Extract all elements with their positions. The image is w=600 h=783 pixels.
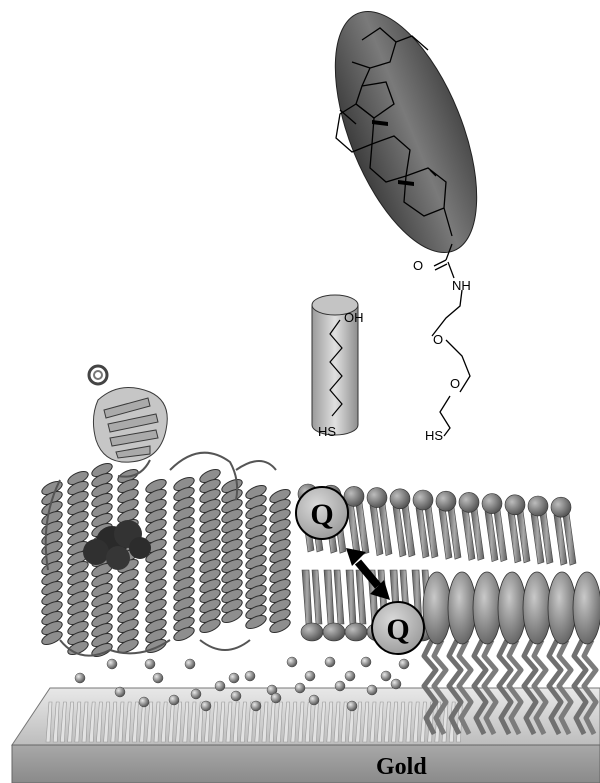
lipid-tail — [324, 570, 334, 624]
water-sphere — [229, 673, 239, 683]
tethered-lipid-oval — [423, 572, 451, 644]
water-sphere — [245, 671, 255, 681]
water-sphere — [215, 681, 225, 691]
protein-cap — [93, 388, 167, 463]
quinone-top-label: Q — [310, 498, 333, 531]
water-sphere — [391, 679, 401, 689]
water-sphere — [361, 657, 371, 667]
gold-label: Gold — [376, 754, 427, 780]
ether-o1-label: O — [433, 332, 443, 347]
water-sphere — [139, 697, 149, 707]
water-sphere — [345, 671, 355, 681]
lipid-tail — [346, 570, 356, 624]
tethered-lipid-oval — [473, 572, 501, 644]
lipid-tail — [302, 570, 312, 624]
water-sphere — [251, 701, 261, 711]
lipid-head — [436, 491, 456, 511]
hs-cylinder-label: HS — [318, 424, 336, 439]
cholesterol-ellipse — [306, 0, 506, 272]
water-sphere — [145, 659, 155, 669]
heme-cluster — [83, 520, 151, 570]
water-sphere — [335, 681, 345, 691]
tethered-lipid-oval — [573, 572, 600, 644]
tethered-lipid-oval — [498, 572, 526, 644]
water-sphere — [153, 673, 163, 683]
water-sphere — [201, 701, 211, 711]
water-sphere — [287, 657, 297, 667]
water-sphere — [309, 695, 319, 705]
water-sphere — [185, 659, 195, 669]
water-sphere — [75, 673, 85, 683]
oh-label: OH — [344, 310, 364, 325]
lipid-head — [505, 495, 525, 515]
tethered-lipid-oval — [523, 572, 551, 644]
water-sphere — [231, 691, 241, 701]
tethered-lipid-oval — [548, 572, 576, 644]
lipid-head — [413, 490, 433, 510]
quinone-bottom: Q — [372, 602, 424, 654]
water-sphere — [191, 689, 201, 699]
water-sphere — [169, 695, 179, 705]
lipid-head — [459, 492, 479, 512]
lipid-head — [323, 623, 345, 641]
water-sphere — [381, 671, 391, 681]
water-sphere — [347, 701, 357, 711]
quinone-top: Q — [296, 487, 348, 539]
water-sphere — [271, 693, 281, 703]
lipid-head — [482, 494, 502, 514]
quinone-bottom-label: Q — [386, 613, 409, 646]
lipid-head — [551, 497, 571, 517]
water-sphere — [295, 683, 305, 693]
lipid-head — [367, 488, 387, 508]
water-sphere — [115, 687, 125, 697]
lipid-tail — [312, 570, 322, 624]
nh-label: NH — [452, 278, 471, 293]
lipid-tail — [356, 570, 366, 624]
water-sphere — [107, 659, 117, 669]
ether-o2-label: O — [450, 376, 460, 391]
protein-ring — [89, 366, 107, 384]
lipid-head — [390, 489, 410, 509]
water-sphere — [305, 671, 315, 681]
water-sphere — [325, 657, 335, 667]
water-sphere — [367, 685, 377, 695]
tethered-lipid-oval — [448, 572, 476, 644]
hs-chain-label: HS — [425, 428, 443, 443]
lipid-tail — [334, 570, 344, 624]
lipid-head — [345, 623, 367, 641]
lipid-head — [528, 496, 548, 516]
membrane-protein — [40, 366, 292, 659]
carbamate-o-label: O — [413, 258, 423, 273]
water-sphere — [399, 659, 409, 669]
lipid-head — [301, 623, 323, 641]
